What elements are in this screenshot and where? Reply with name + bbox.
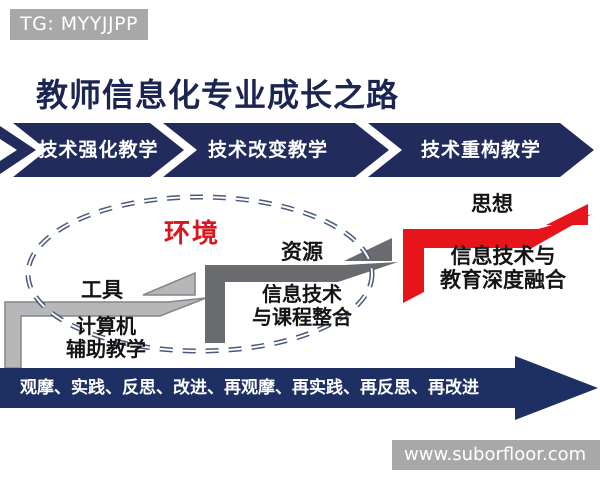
stage-banner-3-label: 技术重构教学 [420, 139, 541, 161]
arrow-deep-fusion-head [546, 204, 588, 225]
stage-banner-1-shape [13, 123, 184, 177]
stage-banner-2-shape [163, 123, 389, 177]
tool-label: 工具 [81, 278, 123, 302]
arrow-integration-head [344, 238, 392, 261]
watermark-top: TG: MYYJJPP [10, 9, 148, 40]
phase-integration-line1: 信息技术 [262, 282, 342, 306]
environment-label: 环境 [163, 219, 220, 249]
resource-label: 资源 [281, 240, 323, 264]
stage-banner-3-shape [368, 123, 594, 177]
phase-integration-label: 信息技术 与课程整合 [231, 283, 373, 329]
phase-computer-assisted-label: 计算机 辅助教学 [45, 315, 167, 361]
page-title: 教师信息化专业成长之路 [36, 76, 400, 114]
phase-computer-assisted-line1: 计算机 [76, 314, 136, 338]
process-banner-label: 观摩、实践、反思、改进、再观摩、再实践、再反思、再改进 [20, 378, 479, 398]
phase-deep-fusion-line2: 教育深度融合 [440, 268, 566, 292]
arrow-deep-fusion-shaft [403, 214, 592, 303]
stage-banner-1-label: 技术强化教学 [38, 139, 159, 161]
arrow-integration-shaft [205, 262, 398, 343]
arrow-computer-assisted-head [142, 271, 196, 296]
environment-ellipse-inner-split [27, 196, 373, 352]
stage-chevron-stub [0, 126, 36, 174]
phase-integration-line2: 与课程整合 [252, 305, 352, 329]
phase-deep-fusion-line1: 信息技术与 [450, 244, 556, 268]
stage-banner-2-label: 技术改变教学 [207, 139, 328, 161]
thought-label: 思想 [471, 192, 513, 216]
watermark-bottom: www.suborfloor.com [392, 440, 600, 470]
phase-computer-assisted-line2: 辅助教学 [66, 337, 146, 361]
phase-deep-fusion-label: 信息技术与 教育深度融合 [430, 244, 576, 292]
process-banner-shape [0, 356, 598, 420]
